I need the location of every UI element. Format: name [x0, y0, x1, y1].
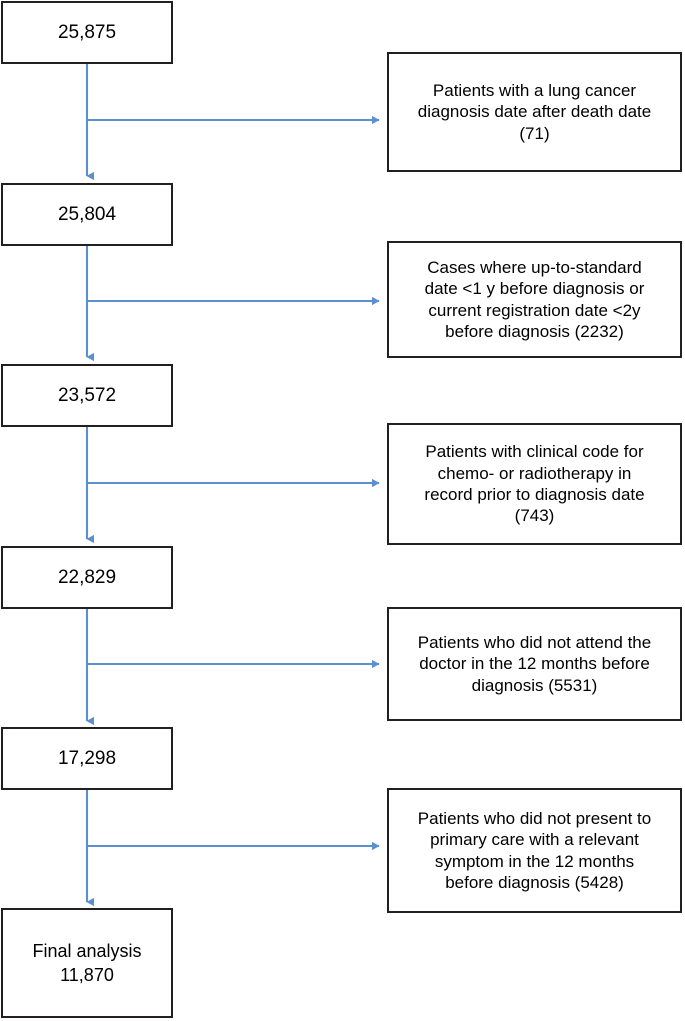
cohort-box-step-3: 23,572	[1, 364, 173, 427]
exclusion-line: diagnosis date after death date	[417, 102, 652, 122]
exclusion-line: (71)	[519, 123, 550, 143]
exclusion-text-5: Patients who did not present to primary …	[418, 808, 651, 894]
exclusion-box-5: Patients who did not present to primary …	[387, 788, 682, 913]
exclusion-line: date <1 y before diagnosis or	[424, 279, 645, 299]
exclusion-line: record prior to diagnosis date	[424, 485, 645, 504]
exclusion-box-2: Cases where up-to-standard date <1 y bef…	[387, 241, 682, 358]
final-analysis-text: Final analysis 11,870	[32, 939, 141, 988]
exclusion-box-3: Patients with clinical code for chemo- o…	[387, 423, 682, 545]
cohort-count-step-3: 23,572	[57, 384, 117, 406]
final-analysis-box: Final analysis 11,870	[1, 908, 173, 1018]
exclusion-line: Patients who did not present to	[417, 808, 652, 828]
exclusion-line: (743)	[514, 506, 555, 526]
exclusion-box-1: Patients with a lung cancer diagnosis da…	[387, 52, 682, 172]
exclusion-line: Patients who did not attend the	[417, 632, 652, 652]
cohort-box-step-2: 25,804	[1, 183, 173, 246]
exclusion-line: symptom in the 12 months	[434, 851, 635, 871]
final-analysis-label: Final analysis	[32, 940, 142, 961]
exclusion-line: Cases where up-to-standard	[427, 257, 642, 277]
exclusion-line: diagnosis (5531)	[471, 675, 598, 695]
exclusion-line: Patients with a lung cancer	[432, 80, 637, 100]
exclusion-line: Patients with clinical code for	[425, 442, 644, 462]
exclusion-line: doctor in the 12 months before	[419, 654, 650, 674]
exclusion-line: before diagnosis (5428)	[445, 872, 624, 892]
exclusion-text-4: Patients who did not attend the doctor i…	[418, 632, 651, 696]
exclusion-line: chemo- or radiotherapy in	[437, 463, 632, 483]
cohort-count-step-1: 25,875	[57, 21, 117, 43]
cohort-count-step-4: 22,829	[57, 566, 117, 588]
exclusion-box-4: Patients who did not attend the doctor i…	[387, 607, 682, 721]
final-analysis-count: 11,870	[60, 965, 114, 985]
cohort-box-step-1: 25,875	[1, 1, 173, 64]
exclusion-line: before diagnosis (2232)	[445, 321, 624, 341]
cohort-box-step-4: 22,829	[1, 546, 173, 609]
exclusion-text-1: Patients with a lung cancer diagnosis da…	[418, 80, 651, 144]
cohort-box-step-5: 17,298	[1, 727, 173, 790]
exclusion-line: primary care with a relevant	[430, 830, 639, 850]
exclusion-text-3: Patients with clinical code for chemo- o…	[424, 441, 644, 527]
exclusion-text-2: Cases where up-to-standard date <1 y bef…	[425, 257, 645, 343]
cohort-count-step-5: 17,298	[57, 747, 117, 769]
cohort-count-step-2: 25,804	[57, 203, 117, 225]
exclusion-line: current registration date <2y	[428, 300, 641, 320]
